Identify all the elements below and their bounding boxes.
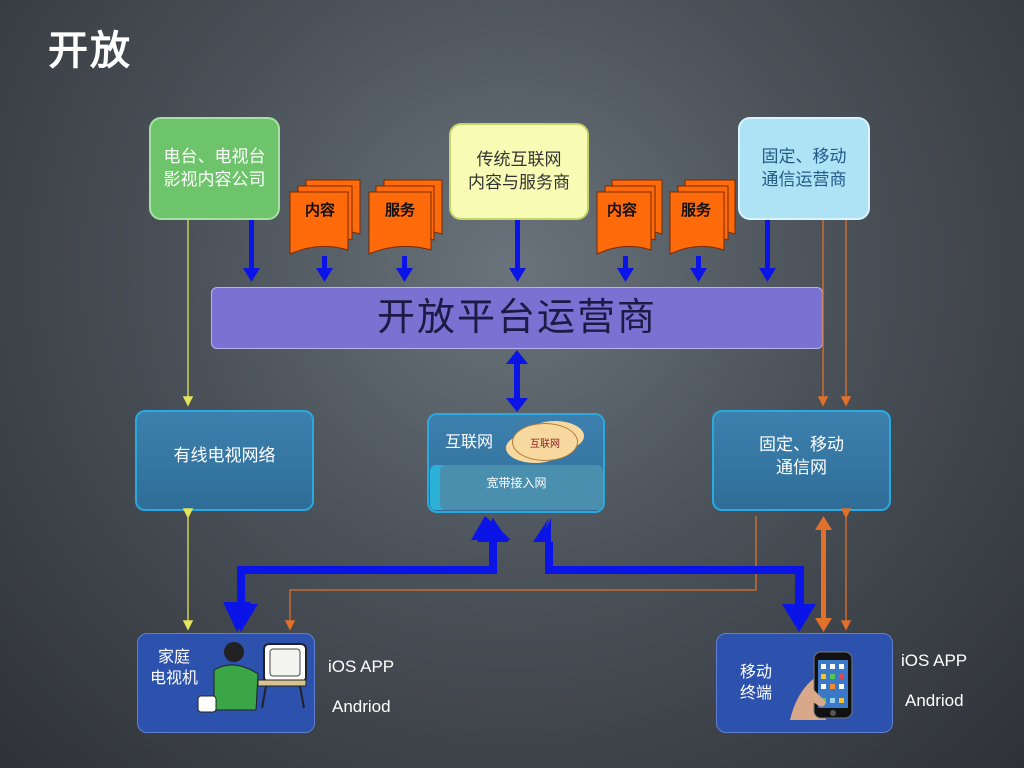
- platform-label: 开放平台运营商: [376, 295, 657, 340]
- feed-arrows: [243, 220, 776, 282]
- internet-title: 互联网: [445, 432, 494, 451]
- tv-content-provider-box: 电台、电视台影视内容公司: [149, 117, 280, 220]
- internet-cloud-icon: 互联网: [512, 423, 578, 461]
- internet-provider-line2: 内容与服务商: [468, 172, 570, 193]
- internet-provider-box: 传统互联网内容与服务商: [449, 123, 589, 220]
- mobile-android-label: Andriod: [905, 691, 964, 710]
- page-title: 开放: [48, 28, 132, 74]
- broadband-access-box: 宽带接入网: [430, 465, 603, 510]
- person-watching-tv-icon: [196, 636, 311, 714]
- home-ios-app-label: iOS APP: [328, 657, 395, 676]
- open-platform-operator-box: 开放平台运营商: [211, 287, 823, 349]
- mobile-ios-app-label: iOS APP: [901, 651, 968, 670]
- mobile-terminal-label: 移动终端: [732, 662, 780, 704]
- internet-cloud-label: 互联网: [530, 438, 560, 450]
- hand-holding-phone-icon: [786, 648, 862, 724]
- cable-tv-network-box: 有线电视网络: [135, 410, 314, 511]
- tv-content-line1: 电台、电视台: [163, 146, 266, 167]
- telecom-to-home-line: [284, 516, 757, 631]
- home-android-label: Andriod: [332, 697, 391, 716]
- broadband-access-label: 宽带接入网: [486, 476, 547, 490]
- content-doc-2: [596, 179, 663, 255]
- service-doc-1: [368, 179, 443, 255]
- service-doc-label-1: 服务: [385, 201, 416, 219]
- telecom-operator-line2: 通信运营商: [761, 169, 847, 190]
- telecom-network-line1: 固定、移动: [759, 434, 844, 455]
- mobile-terminal-line1: 移动: [739, 662, 772, 681]
- internet-provider-line1: 传统互联网: [476, 149, 562, 170]
- telecom-network-line2: 通信网: [776, 457, 827, 478]
- tv-content-line2: 影视内容公司: [163, 169, 266, 190]
- telecom-mobile-double-arrow: [815, 516, 832, 632]
- internet-to-devices-arrows: [223, 516, 816, 632]
- home-tv-line1: 家庭: [157, 647, 190, 666]
- telecom-operator-line1: 固定、移动: [761, 146, 847, 167]
- service-doc-label-2: 服务: [681, 201, 712, 219]
- content-doc-label-1: 内容: [305, 201, 336, 219]
- content-doc-label-2: 内容: [607, 201, 638, 219]
- telecom-network-box: 固定、移动通信网: [712, 410, 891, 511]
- cable-tv-network-label: 有线电视网络: [173, 446, 276, 467]
- platform-internet-arrow: [506, 350, 528, 412]
- telecom-operator-box: 固定、移动通信运营商: [738, 117, 870, 220]
- home-tv-line2: 电视机: [149, 667, 198, 687]
- content-doc-1: [289, 179, 361, 255]
- service-doc-2: [669, 179, 736, 255]
- home-tv-label: 家庭电视机: [134, 647, 214, 689]
- mobile-terminal-line2: 终端: [739, 682, 772, 702]
